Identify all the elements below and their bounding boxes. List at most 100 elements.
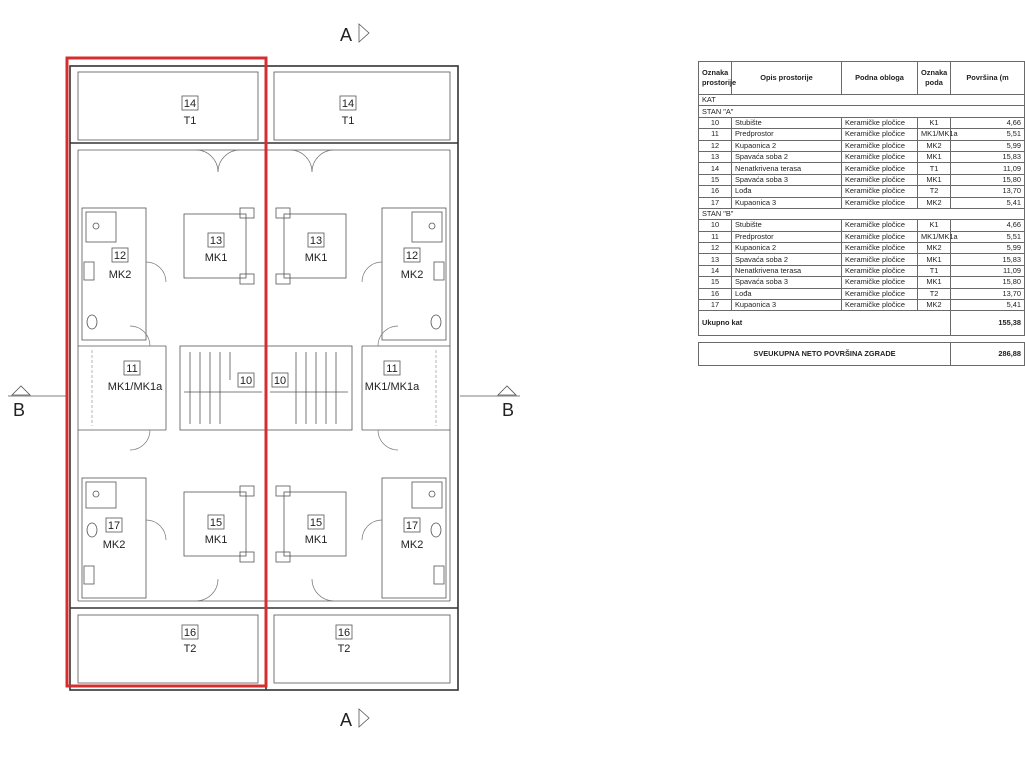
- cell-floor: Keramičke pločice: [841, 185, 918, 198]
- bed-13-right: [283, 213, 347, 279]
- room-code-13-left: MK1: [205, 252, 228, 264]
- svg-text:B: B: [13, 400, 25, 420]
- cell-code: MK1/MK1a: [917, 128, 958, 141]
- cell-code: K1: [917, 116, 951, 130]
- cell-name: Stubište: [731, 219, 842, 232]
- cell-area: 5,51: [950, 128, 1025, 141]
- cell-area: 11,09: [950, 264, 1025, 278]
- cell-id: 10: [698, 219, 732, 232]
- cell-name: Lođa: [731, 185, 842, 198]
- room-num-13-right: 13: [310, 235, 322, 247]
- room-code-13-right: MK1: [305, 252, 328, 264]
- cell-area: 5,99: [950, 139, 1025, 152]
- cell-id: 17: [698, 196, 732, 209]
- room-code-17-left: MK2: [103, 539, 126, 551]
- cell-code: MK1: [917, 173, 951, 187]
- cell-area: 13,70: [950, 287, 1025, 301]
- spacer-cell: [698, 335, 1025, 344]
- room-num-13-left: 13: [210, 235, 222, 247]
- grand-total-label: SVEUKUPNA NETO POVRŠINA ZGRADE: [698, 342, 951, 367]
- cell-id: 13: [698, 150, 732, 164]
- room-code-15-left: MK1: [205, 534, 228, 546]
- spacer-row: [698, 335, 1025, 344]
- bed-13-left: [183, 213, 247, 279]
- building-outline: [69, 65, 459, 691]
- room-num-11-right: 11: [386, 363, 397, 375]
- cell-code: T1: [917, 162, 951, 175]
- apartment-highlight: [65, 56, 268, 688]
- cell-code: MK1/MK1a: [917, 230, 958, 244]
- room-code-11-left: MK1/MK1a: [108, 381, 163, 393]
- cell-floor: Keramičke pločice: [841, 173, 918, 187]
- cell-name: Predprostor: [731, 128, 842, 141]
- room-num-16-left: 16: [184, 627, 196, 639]
- room-num-14-right: 14: [342, 98, 354, 110]
- header-povrsina: Površina (m: [950, 61, 1025, 95]
- group-label: STAN "B": [698, 207, 1025, 221]
- room-num-15-left: 15: [210, 517, 222, 529]
- header-oznaka: Oznaka prostorije: [698, 61, 736, 95]
- cell-id: 10: [698, 116, 732, 130]
- cell-floor: Keramičke pločice: [841, 287, 918, 301]
- cell-id: 16: [698, 287, 732, 301]
- cell-id: 14: [698, 264, 732, 278]
- cell-area: 5,41: [950, 196, 1025, 209]
- cell-area: 5,99: [950, 242, 1025, 255]
- bathroom-17-left: [81, 477, 147, 599]
- cell-area: 5,51: [950, 230, 1025, 244]
- cell-floor: Keramičke pločice: [841, 264, 918, 278]
- cell-name: Spavaća soba 3: [731, 173, 842, 187]
- cell-id: 15: [698, 173, 732, 187]
- section-marker-a-top: A: [340, 23, 370, 45]
- cell-name: Kupaonica 3: [731, 299, 842, 312]
- cell-code: MK2: [917, 196, 951, 209]
- group-row: STAN "B": [698, 207, 1025, 221]
- cell-area: 15,83: [950, 150, 1025, 164]
- cell-id: 11: [698, 230, 732, 244]
- cell-name: Spavaća soba 3: [731, 276, 842, 289]
- cell-name: Kupaonica 2: [731, 139, 842, 152]
- cell-name: Kupaonica 2: [731, 242, 842, 255]
- cell-area: 15,80: [950, 276, 1025, 289]
- room-code-11-right: MK1/MK1a: [365, 381, 420, 393]
- cell-area: 4,66: [950, 219, 1025, 232]
- svg-text:A: A: [340, 710, 352, 730]
- section-marker-b-right: B: [460, 385, 520, 420]
- cell-name: Predprostor: [731, 230, 842, 244]
- cell-area: 13,70: [950, 185, 1025, 198]
- header-poda: Oznaka poda: [917, 61, 951, 95]
- room-code-t1-left: T1: [184, 115, 197, 127]
- cell-floor: Keramičke pločice: [841, 150, 918, 164]
- cell-id: 12: [698, 139, 732, 152]
- room-num-12-right: 12: [406, 250, 418, 262]
- cell-name: Stubište: [731, 116, 842, 130]
- cell-code: MK2: [917, 299, 951, 312]
- cell-code: MK1: [917, 253, 951, 266]
- cell-floor: Keramičke pločice: [841, 162, 918, 175]
- table-header: Oznaka prostorije Opis prostorije Podna …: [698, 61, 1025, 95]
- cell-name: Lođa: [731, 287, 842, 301]
- room-code-12-left: MK2: [109, 269, 132, 281]
- cell-id: 11: [698, 128, 732, 141]
- room-area-table: Oznaka prostorije Opis prostorije Podna …: [698, 61, 1025, 367]
- room-num-14-left: 14: [184, 98, 196, 110]
- floor-label: KAT: [698, 93, 1025, 107]
- cell-floor: Keramičke pločice: [841, 139, 918, 152]
- cell-floor: Keramičke pločice: [841, 116, 918, 130]
- room-code-15-right: MK1: [305, 534, 328, 546]
- section-marker-a-bottom: A: [340, 708, 370, 730]
- cell-id: 16: [698, 185, 732, 198]
- cell-code: T2: [917, 287, 951, 301]
- room-num-11-left: 11: [126, 363, 137, 375]
- cell-floor: Keramičke pločice: [841, 299, 918, 312]
